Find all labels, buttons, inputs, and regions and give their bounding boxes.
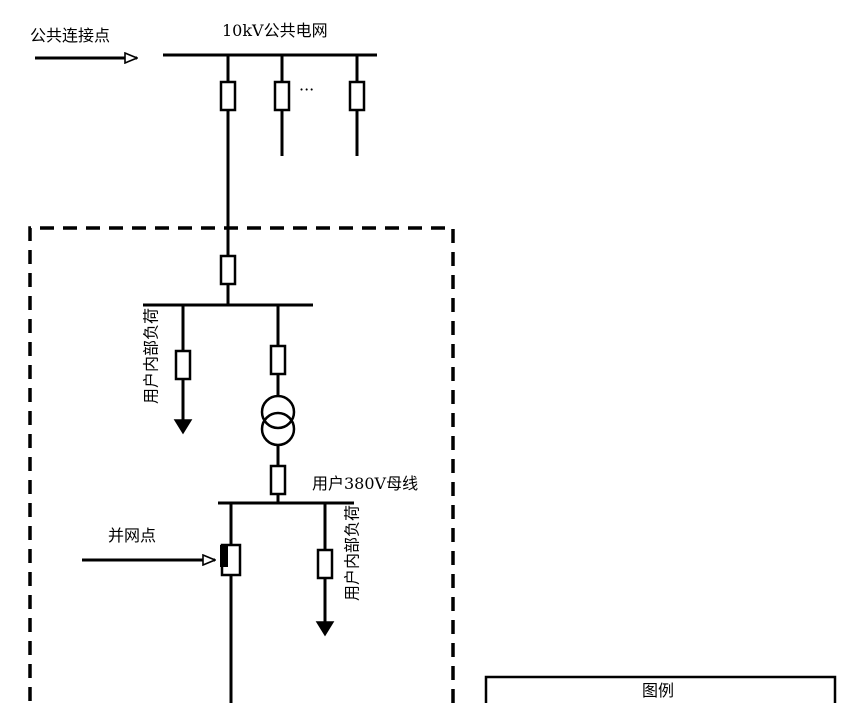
grid-point-label: 并网点 [108, 526, 156, 545]
switch-icon [273, 80, 291, 112]
load-arrow-icon [173, 419, 193, 435]
transformer-branch [260, 305, 296, 503]
ellipsis-dots: ··· [299, 80, 314, 99]
grid-point-switch-fill [220, 545, 228, 567]
upper-load-label: 用户内部负荷 [142, 308, 161, 404]
switch-icon [269, 344, 287, 376]
bus-380v-label: 用户380V母线 [312, 474, 418, 493]
legend-title: 图例 [642, 681, 674, 700]
user-boundary [28, 226, 455, 703]
lower-load-label: 用户内部负荷 [343, 505, 362, 601]
upper-load-branch [173, 305, 193, 435]
switch-icon [174, 349, 192, 381]
pcc-label: 公共连接点 [30, 26, 110, 45]
switch-icon [348, 80, 366, 112]
grid-feeder-3 [348, 55, 366, 156]
switch-icon [219, 80, 237, 112]
switch-icon [269, 464, 287, 496]
load-arrow-icon [315, 621, 335, 637]
grid-feeder-2 [273, 55, 291, 156]
legend-box [484, 675, 837, 703]
transformer-icon [260, 394, 296, 430]
grid-label: 10kV公共电网 [222, 21, 328, 40]
lower-load-branch [315, 503, 335, 637]
incoming-switch-icon [219, 254, 237, 286]
grid-feeder-1 [219, 55, 237, 112]
switch-icon [316, 548, 334, 580]
